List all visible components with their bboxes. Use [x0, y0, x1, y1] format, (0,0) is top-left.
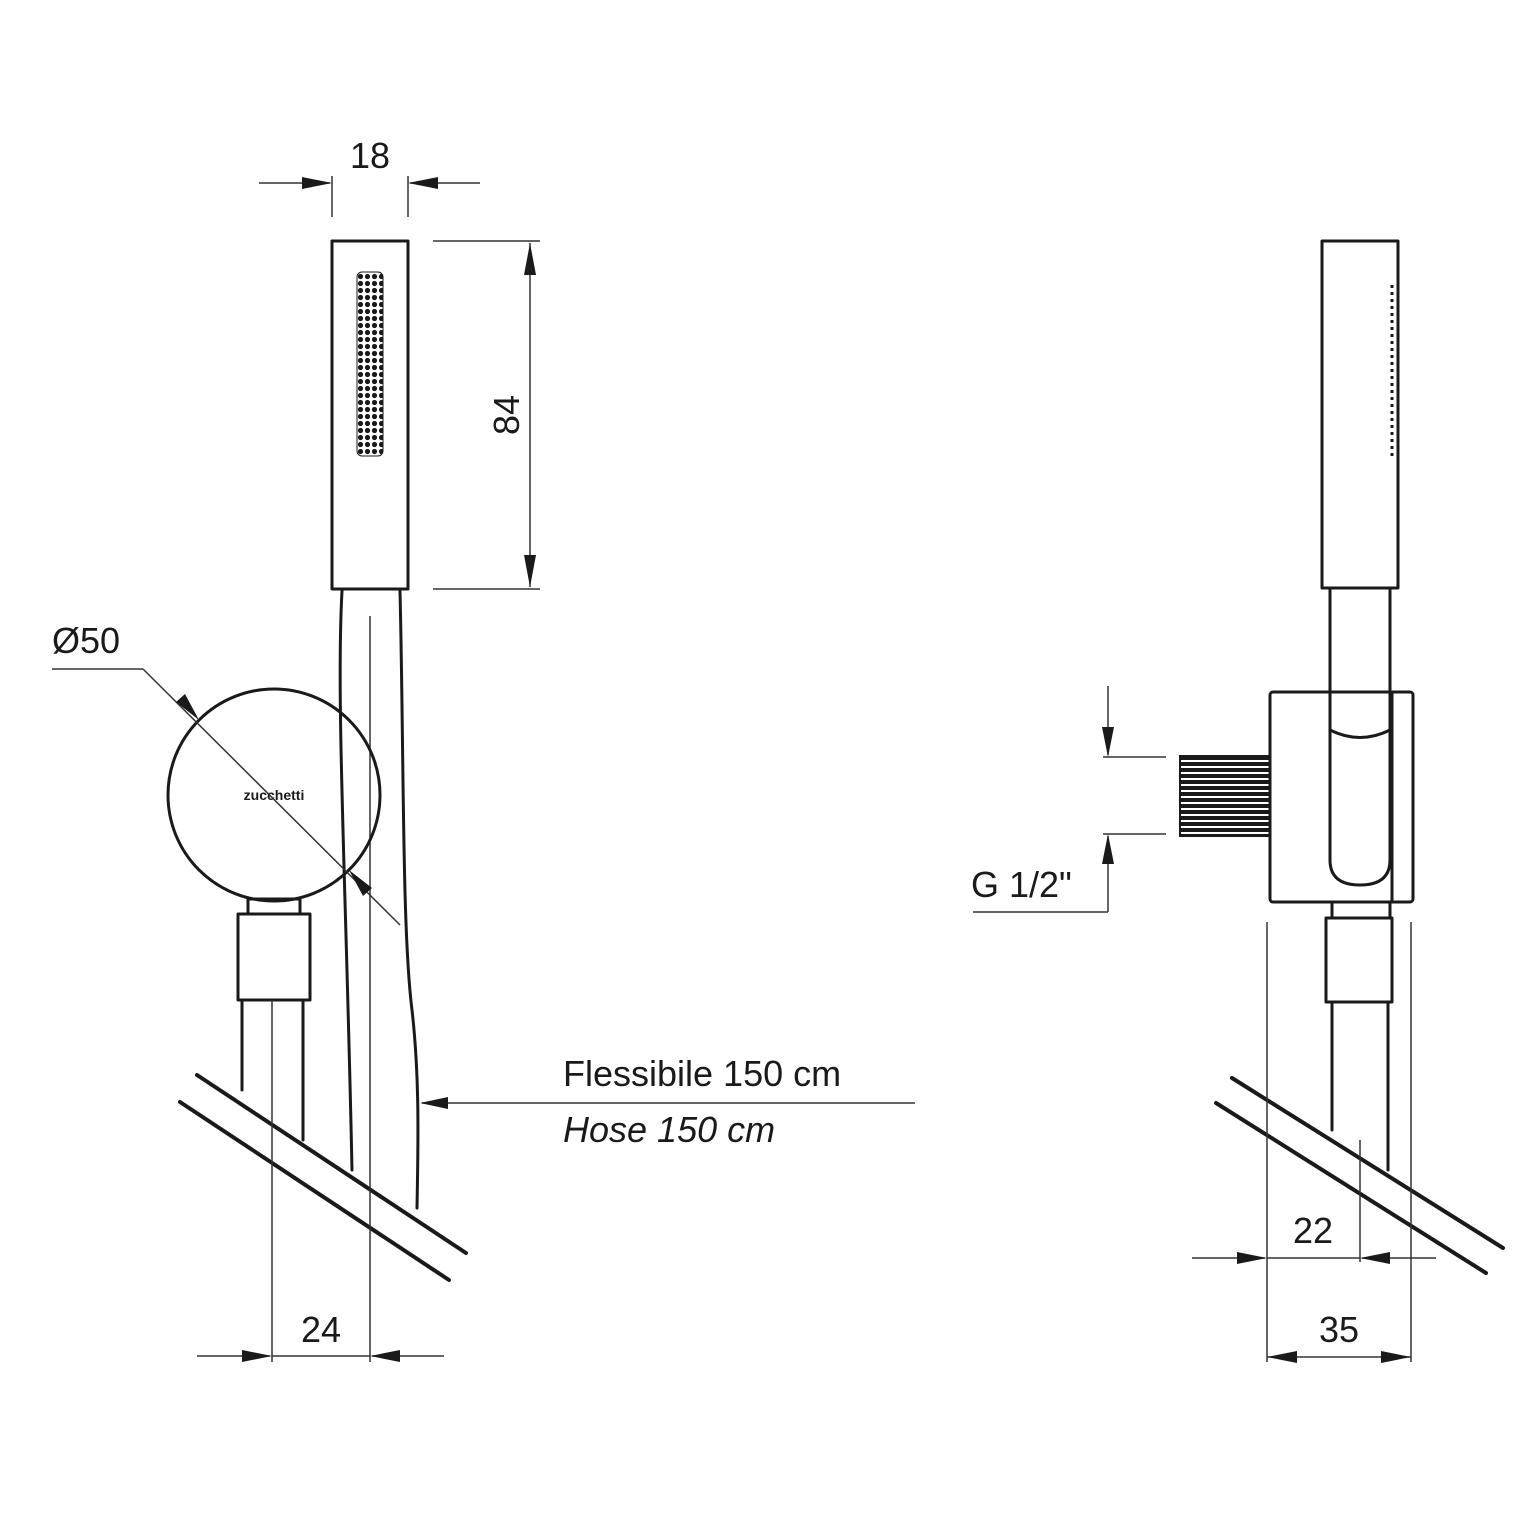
hose-label-english: Hose 150 cm [563, 1109, 775, 1150]
side-outlet-nut [1324, 916, 1394, 1004]
thread-arrow-bottom [1102, 834, 1114, 864]
hose-label-italian: Flessibile 150 cm [563, 1053, 841, 1094]
thread-arrow-top [1102, 727, 1114, 757]
threaded-connector [1179, 755, 1271, 837]
dim84-arrow-bottom [524, 555, 536, 587]
side-stem-collar [1328, 728, 1392, 739]
side-outlet-nut-cap [1330, 900, 1392, 920]
side-wall-line-lower [1214, 1101, 1488, 1275]
hand-shower-body [330, 239, 410, 591]
side-hand-shower-body [1320, 239, 1400, 590]
wall-flange [166, 687, 382, 903]
side-view: 22 35 G 1/2" [971, 239, 1505, 1363]
side-wall-line-upper [1230, 1076, 1505, 1250]
wall-line-lower [178, 1100, 451, 1282]
dia50-arrow-bottom [349, 870, 372, 896]
dim-outlet-diameter: 22 [1293, 1210, 1333, 1251]
handle-stem-right [398, 589, 420, 1210]
dim24-arrow-left [242, 1350, 272, 1362]
dim84-arrow-top [524, 243, 536, 275]
outlet-nut [236, 912, 312, 1002]
front-view: zucchetti 18 84 Ø50 24 [52, 135, 915, 1362]
dim-thread-size: G 1/2" [971, 864, 1072, 905]
dim18-arrow-right [408, 177, 438, 189]
hose-leader-arrow [420, 1097, 448, 1109]
flange-logo: zucchetti [244, 787, 305, 803]
spray-nozzle-grid [356, 271, 384, 457]
dim35-arrow-right [1381, 1351, 1411, 1363]
dim-depth: 35 [1319, 1309, 1359, 1350]
wall-line-upper [195, 1073, 468, 1255]
side-handle-stem [1328, 588, 1392, 887]
dim-flange-diameter: Ø50 [52, 620, 120, 661]
dim-handle-height: 84 [486, 395, 527, 435]
dim22-arrow-right [1360, 1252, 1390, 1264]
dim-hose-offset: 24 [301, 1309, 341, 1350]
dim18-arrow-left [302, 177, 332, 189]
dim24-arrow-right [370, 1350, 400, 1362]
dim35-arrow-left [1267, 1351, 1297, 1363]
dim22-arrow-left [1237, 1252, 1267, 1264]
dia50-arrow-top [176, 694, 199, 720]
dim-handle-width: 18 [350, 135, 390, 176]
handle-stem [338, 589, 354, 1172]
